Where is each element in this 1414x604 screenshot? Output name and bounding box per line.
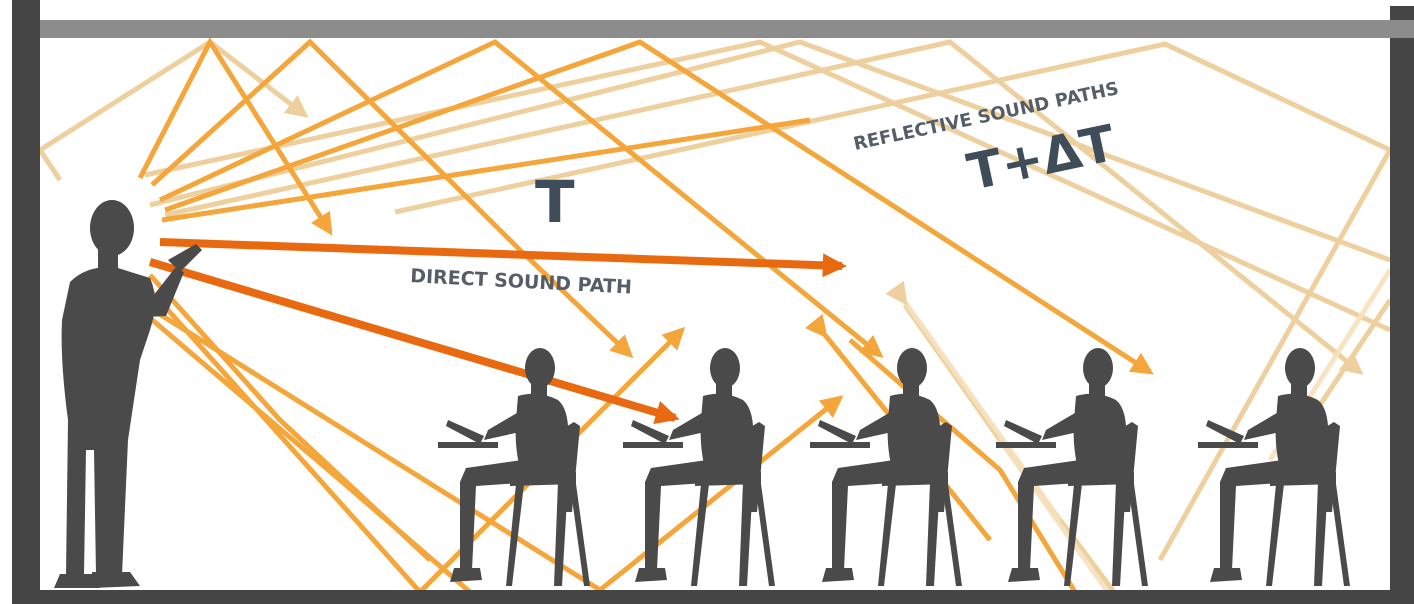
direct-time-label: T [535,168,575,236]
listener-icon-5 [1198,348,1350,586]
left-wall [12,0,40,604]
right-wall [1390,6,1414,604]
speaker-icon [54,200,202,588]
ceiling [40,20,1414,38]
floor [12,590,1414,604]
reflective-paths-faded [36,38,1394,602]
listener-icon-2 [623,348,775,586]
listener-icon-3 [810,348,962,586]
direct-path-label: DIRECT SOUND PATH [410,265,633,299]
direct-path-arrow-2 [148,258,680,425]
direct-path-arrow-1 [159,238,847,278]
direct-paths [148,238,847,425]
